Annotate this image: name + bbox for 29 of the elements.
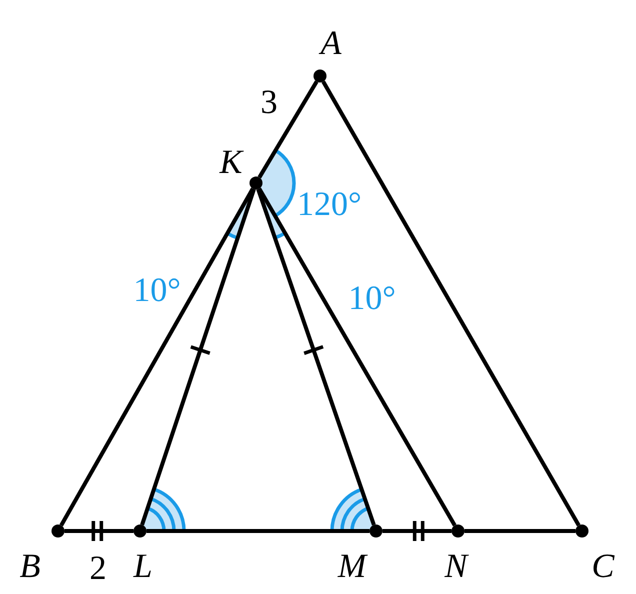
line-segment [258, 80, 318, 178]
line-segment [59, 188, 255, 526]
point-label: L [134, 550, 152, 584]
line-segment [64, 529, 134, 533]
point-label: A [320, 27, 342, 61]
point-dot [134, 524, 146, 538]
point-label: B [20, 550, 40, 584]
angle-label: 10° [348, 282, 396, 316]
point-dot [52, 524, 64, 538]
line-segment [140, 188, 256, 526]
point-dot [576, 524, 588, 538]
point-label: M [338, 550, 366, 584]
line-segment [382, 529, 452, 533]
point-label: N [444, 550, 468, 584]
line-segment [322, 80, 580, 526]
point-dot [370, 524, 382, 538]
length-label: 3 [260, 86, 278, 120]
line-segment [258, 188, 456, 526]
point-dot [250, 176, 262, 190]
point-label: C [592, 550, 614, 584]
length-label: 2 [90, 552, 106, 586]
line-segment [256, 188, 376, 526]
line-segment [146, 529, 370, 533]
angle-label: 10° [133, 274, 181, 308]
point-label: K [220, 146, 242, 180]
angle-label: 120° [297, 188, 362, 222]
point-dot [452, 524, 464, 538]
point-dot [314, 70, 326, 82]
line-segment [464, 529, 576, 533]
